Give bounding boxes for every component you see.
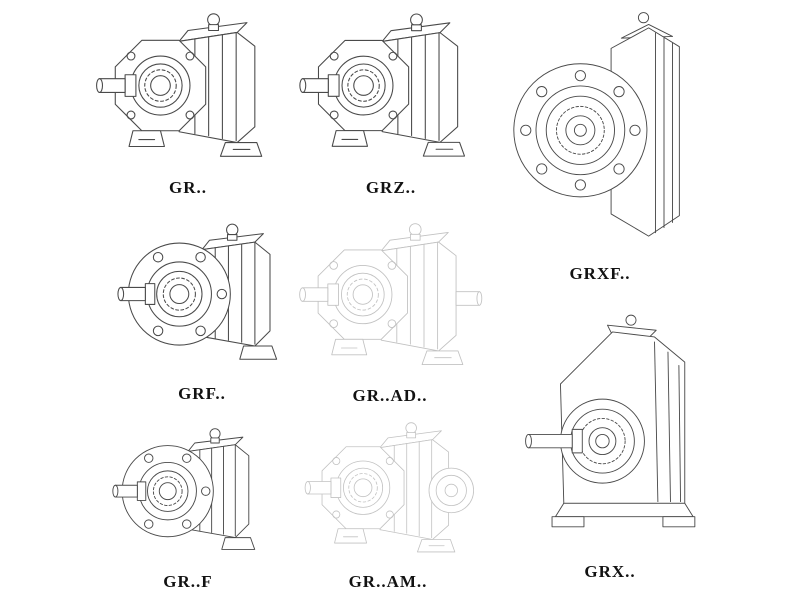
gearbox-drawing-grz [293,2,489,174]
gearbox-drawing-grff [88,416,288,568]
figure-label-grff: GR..F [163,572,213,591]
figure-gr: GR.. [88,2,288,198]
gearbox-drawing-gram [290,412,474,568]
figure-label-grad: GR..AD.. [352,386,428,405]
figure-label-gram: GR..AM.. [348,572,428,591]
gearbox-drawing-gr [88,2,288,174]
figure-grxf: GRXF.. [492,4,708,284]
figure-label-grz: GRZ.. [365,178,417,197]
gearbox-drawing-grf [100,210,304,380]
gearbox-drawing-grx [492,300,728,552]
figure-grff: GR..F [88,416,288,592]
figure-label-grxf: GRXF.. [569,264,631,283]
figure-grad: GR..AD.. [290,212,490,406]
figure-label-gr: GR.. [169,178,207,197]
figure-label-grf: GRF.. [178,384,226,403]
figure-gram: GR..AM.. [290,412,486,592]
figure-grf: GRF.. [100,210,304,404]
gearbox-drawing-grad [290,212,483,382]
figure-label-grx: GRX.. [584,562,636,581]
figure-grz: GRZ.. [293,2,489,198]
figure-grx: GRX.. [492,300,728,582]
gearbox-drawing-grxf [492,4,708,260]
